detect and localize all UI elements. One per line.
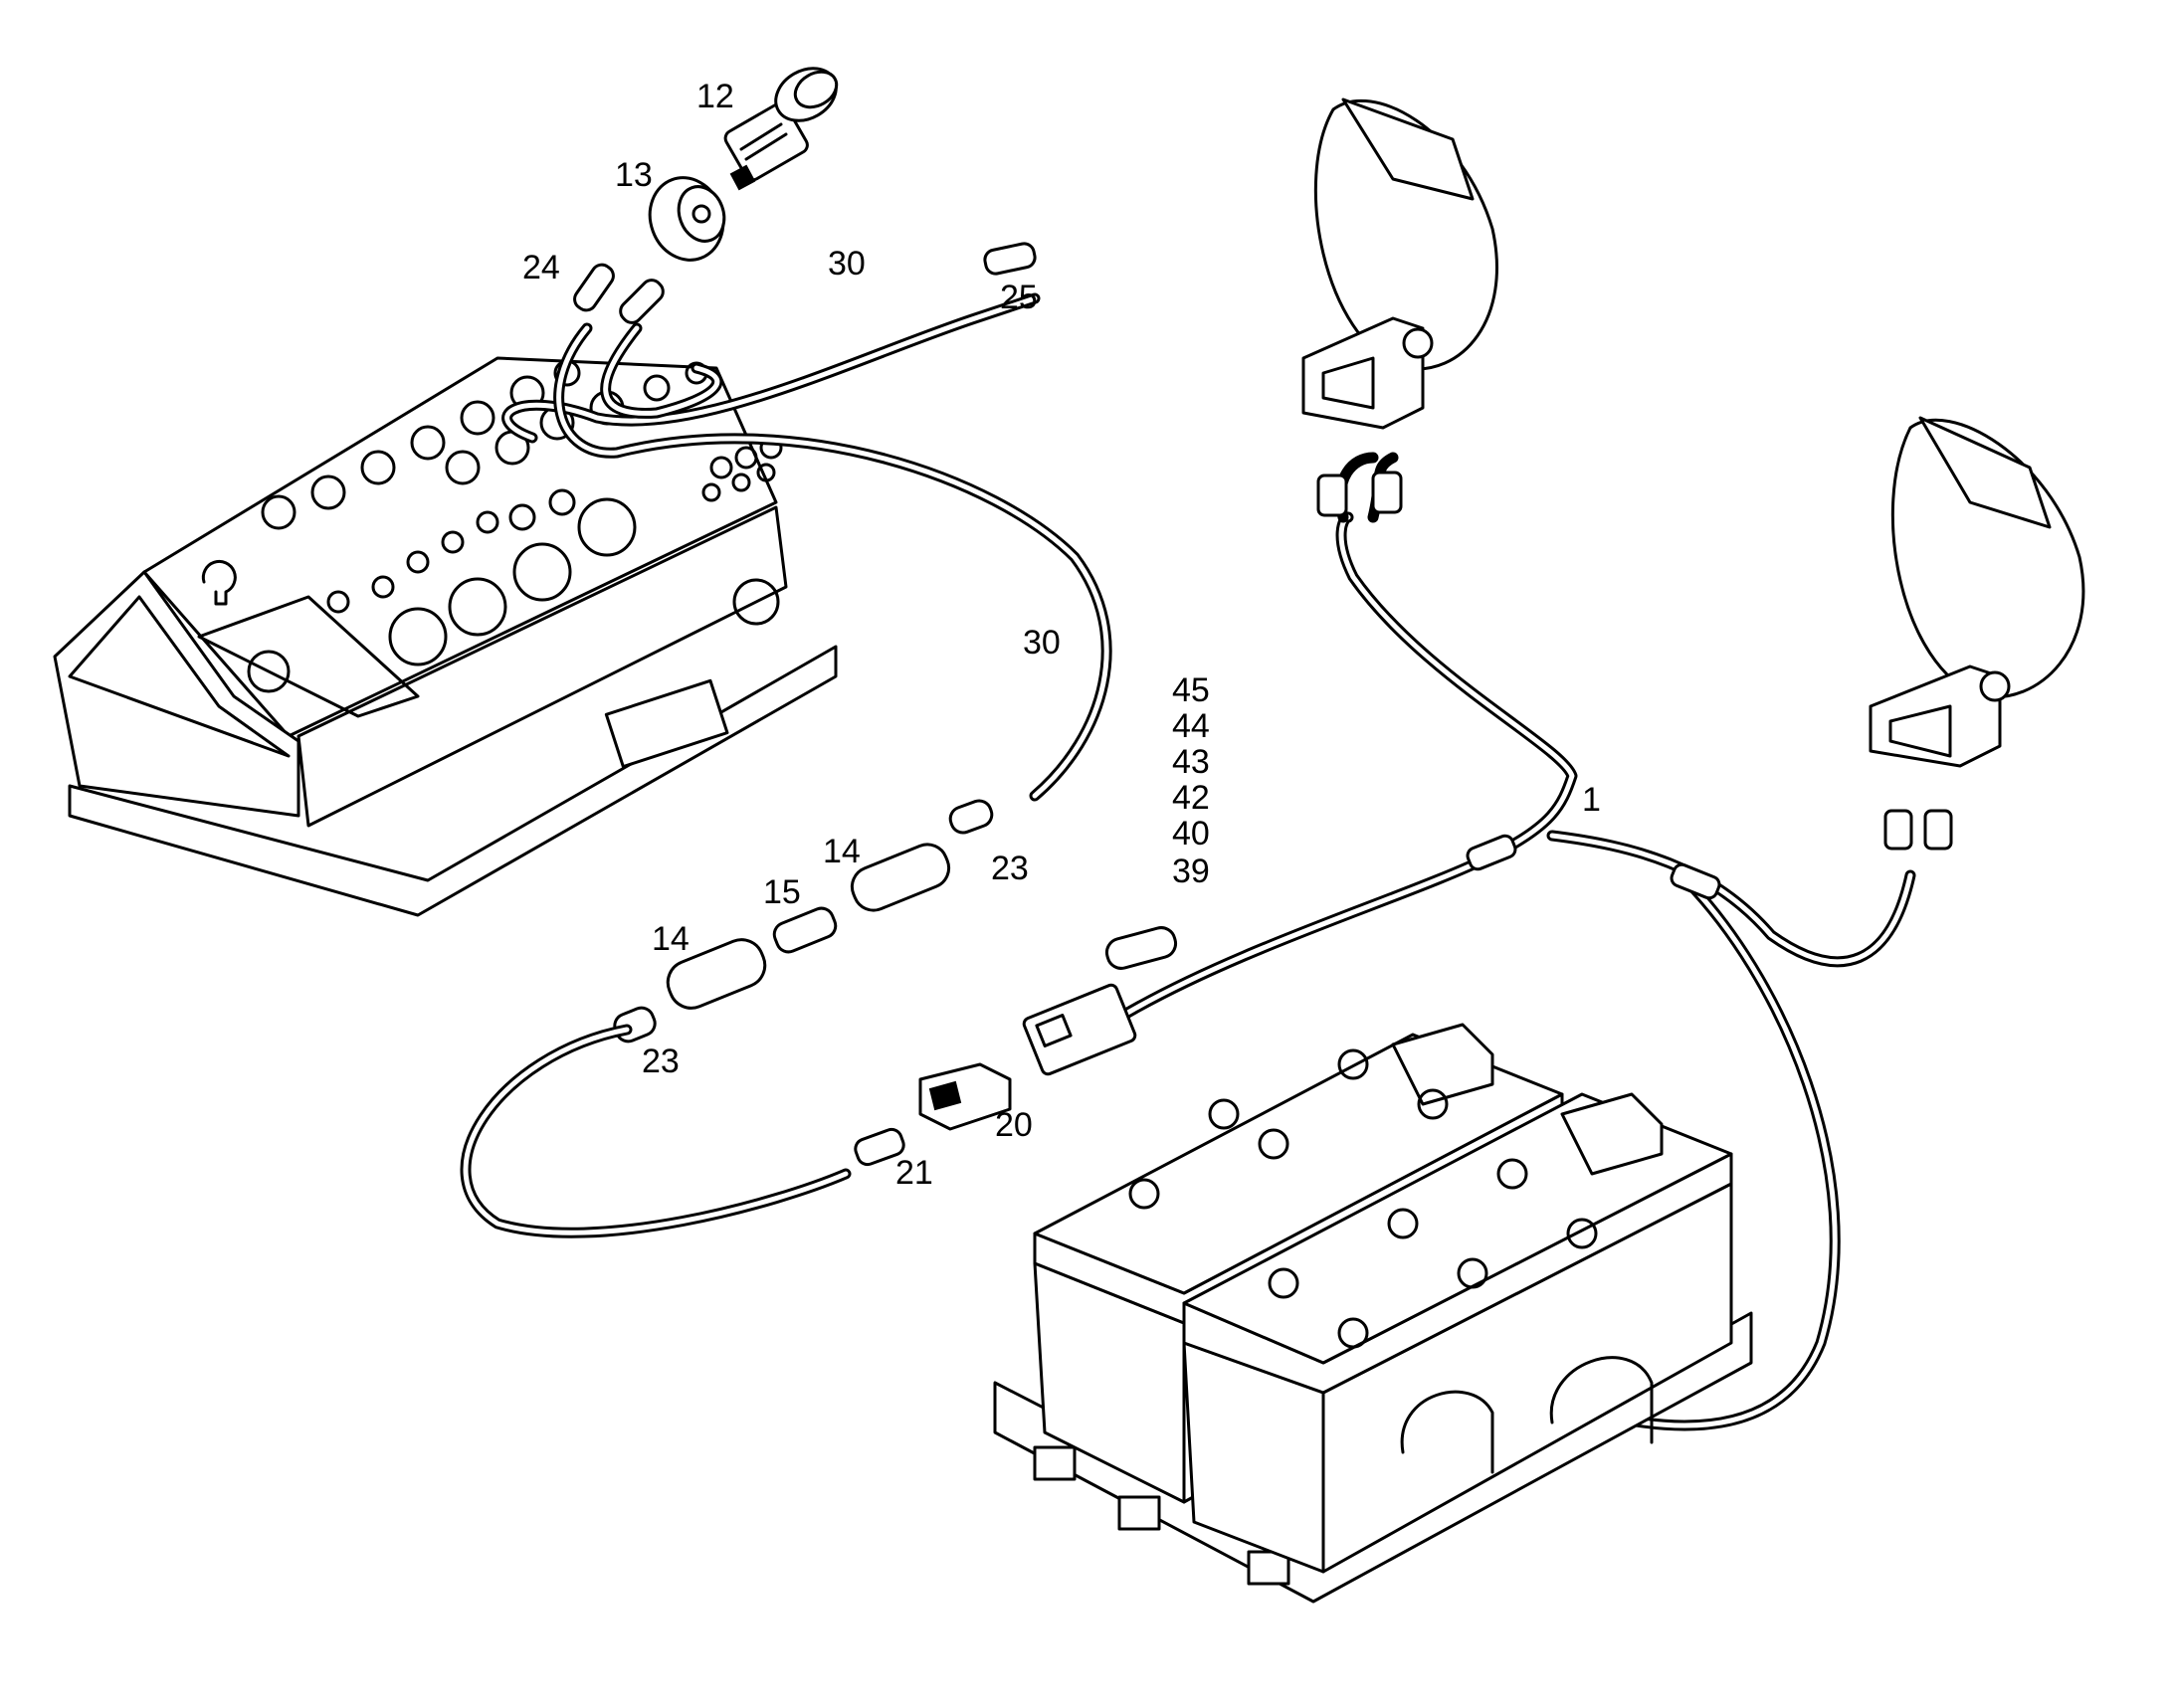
connector-24	[573, 263, 665, 324]
callout-44: 44	[1172, 707, 1210, 745]
callout-25: 25	[1000, 279, 1038, 316]
callout-45: 45	[1172, 671, 1210, 709]
callout-39: 39	[1172, 853, 1210, 890]
main-harness-1	[1118, 511, 1916, 1431]
horn-left	[1301, 97, 1498, 523]
callout-43: 43	[1172, 743, 1210, 781]
callout-21: 21	[895, 1154, 933, 1192]
insert-39-45	[1104, 926, 1178, 970]
callout-23-lower: 23	[642, 1043, 680, 1080]
callout-15: 15	[763, 873, 801, 911]
horn-right	[1869, 416, 2085, 851]
callout-42: 42	[1172, 779, 1210, 817]
callout-13: 13	[615, 156, 653, 194]
connector-20	[918, 1062, 1012, 1131]
callout-23-upper: 23	[991, 850, 1029, 887]
callout-labels: 12 13 24 30 25 30 14 23 15 14 23 20 21 4…	[522, 78, 1601, 1192]
callout-20: 20	[995, 1106, 1033, 1144]
connector-25	[983, 242, 1037, 276]
fuse-cable	[460, 1024, 852, 1238]
callout-12: 12	[696, 78, 734, 115]
callout-40: 40	[1172, 815, 1210, 853]
callout-14-lower: 14	[652, 920, 690, 958]
fuse-holder-assembly	[613, 799, 994, 1044]
connector-1	[1022, 983, 1137, 1076]
callout-1: 1	[1582, 781, 1601, 819]
callout-30-mid: 30	[1023, 624, 1061, 662]
callout-24: 24	[522, 249, 560, 286]
cable-30	[501, 292, 1112, 802]
socket-13	[648, 176, 726, 262]
cigar-lighter-12	[723, 67, 839, 191]
callout-30-top: 30	[828, 245, 866, 283]
battery-right	[1182, 1092, 1733, 1574]
panel-holes	[201, 359, 783, 693]
callout-14-upper: 14	[823, 833, 861, 870]
plug-21	[854, 1127, 905, 1167]
